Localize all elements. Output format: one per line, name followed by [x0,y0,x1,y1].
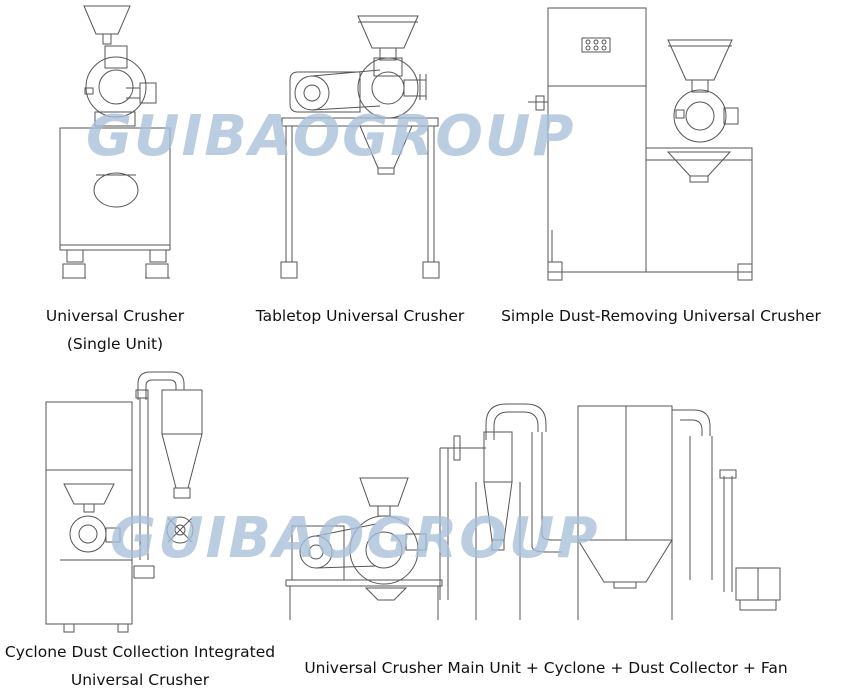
caption-full-system: Universal Crusher Main Unit + Cyclone + … [304,659,788,677]
caption-cyclone-integrated: Cyclone Dust Collection Integrated Unive… [0,638,280,694]
caption-cyclone-integrated-line1: Cyclone Dust Collection Integrated [4,643,276,661]
drawing-universal-crusher-single [59,5,171,279]
drawing-full-system [285,403,781,620]
caption-universal-crusher: Universal Crusher (Single Unit) [15,302,215,358]
watermark-top: GUIBAOGROUP [86,104,576,169]
drawing-tabletop-crusher [280,15,440,279]
drawing-simple-dust-removing-crusher [528,7,753,281]
watermark-bottom: GUIBAOGROUP [110,506,600,571]
caption-cyclone-integrated-line2: Universal Crusher [70,671,210,689]
drawing-cyclone-integrated-crusher [45,371,203,633]
caption-universal-crusher-line1: Universal Crusher [45,307,185,325]
caption-universal-crusher-line2: (Single Unit) [66,335,164,353]
caption-tabletop-crusher: Tabletop Universal Crusher [255,307,465,325]
caption-simple-dust-removing: Simple Dust-Removing Universal Crusher [501,307,821,325]
